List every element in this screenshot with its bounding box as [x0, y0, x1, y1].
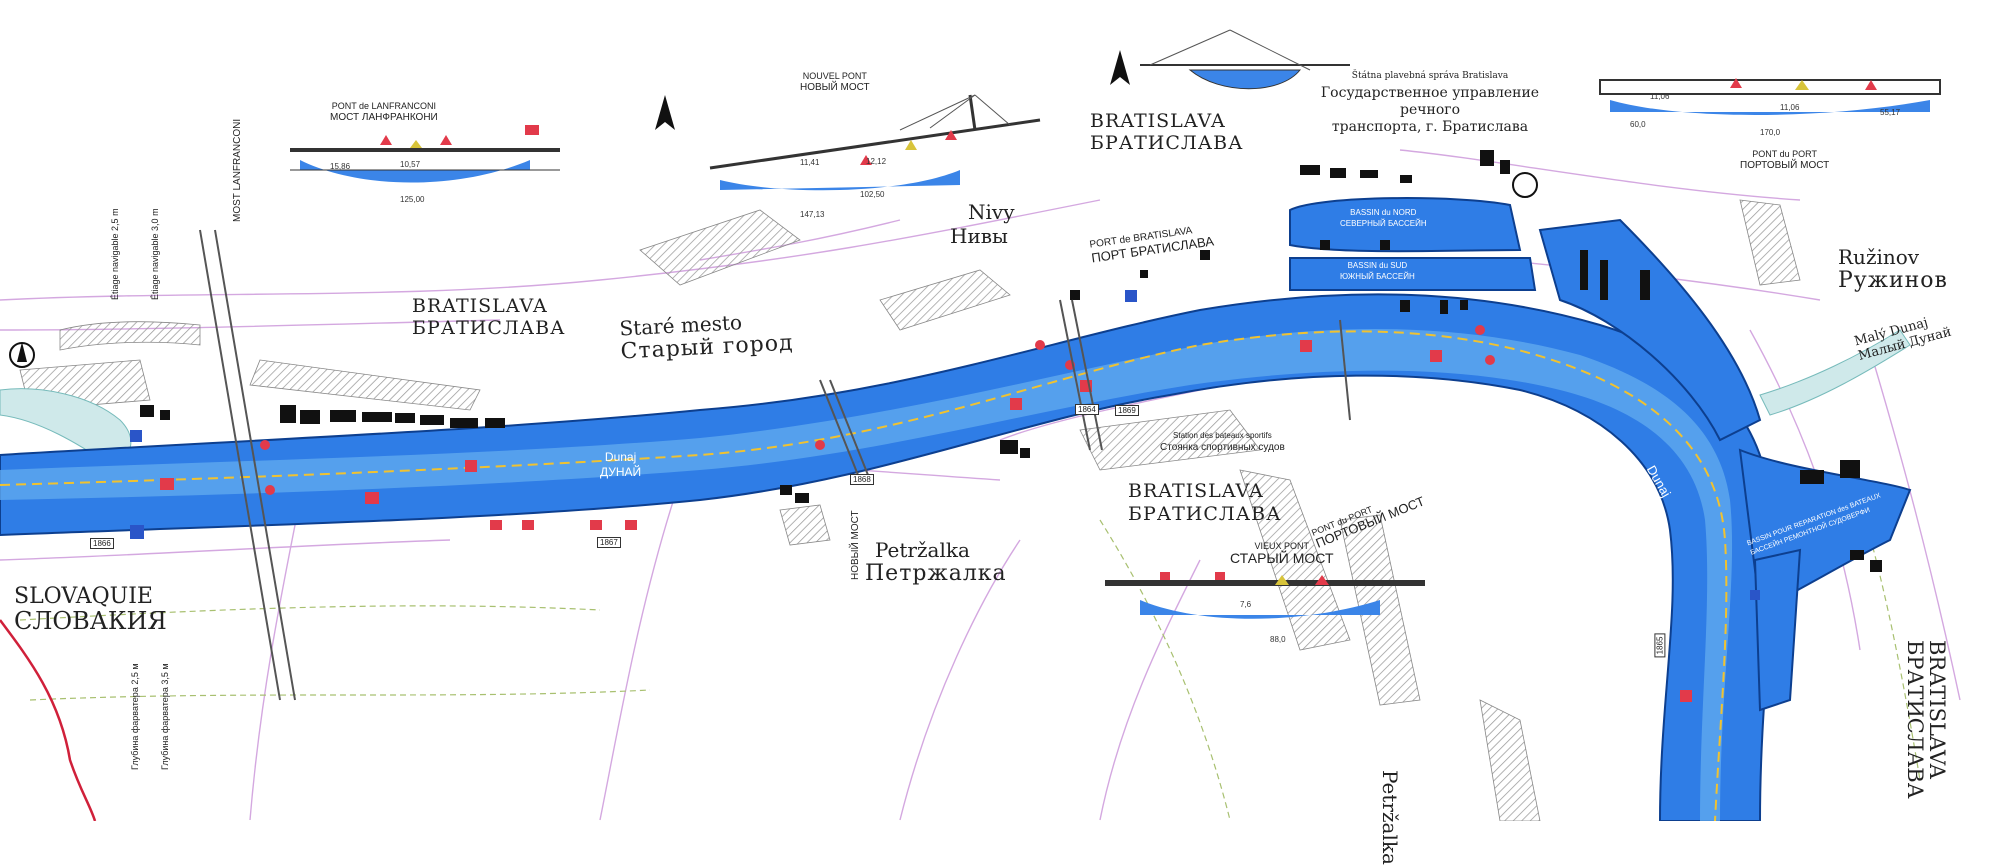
harbor-basins [1289, 197, 1912, 712]
authority-label: Štátna plavebná správa Bratislava Госуда… [1320, 71, 1540, 135]
km-marker: 1868 [850, 474, 874, 485]
buoy [265, 485, 275, 495]
place-ruzinov: Ružinov Ружинов [1838, 245, 1948, 293]
place-nivy: Nivy Нивы [950, 200, 1015, 248]
inset-lanfranconi [290, 125, 560, 183]
inset-apollo-top [1140, 29, 1350, 90]
label-bassin-sud: BASSIN du SUD ЮЖНЫЙ БАССЕЙН [1340, 261, 1415, 281]
label-port-bratislava: PORT de BRATISLAVA ПОРТ БРАТИСЛАВА [1088, 225, 1215, 266]
inset-pristavny-most [1599, 78, 1941, 115]
navigation-map [0, 29, 1961, 821]
marker-red [522, 520, 534, 530]
marker-red [1010, 398, 1022, 410]
dim-stary-h: 7,6 [1240, 600, 1252, 609]
label-novy-most-vertical: НОВЫЙ МОСТ [850, 510, 861, 580]
river-label-dunaj-1: Dunaj ДУНАЙ [600, 450, 642, 479]
marker-red [365, 492, 379, 504]
depth-note-1: Étiage navigable 2,5 m [110, 208, 120, 300]
marker-red [625, 520, 637, 530]
buoy [815, 440, 825, 450]
dim-novy-span2: 147,13 [800, 210, 825, 219]
marker-blue [1125, 290, 1137, 302]
bassin-du-sud [1289, 257, 1537, 291]
buildings [140, 150, 1882, 572]
place-maly-dunaj: Malý Dunaj Малый Дунай [1852, 315, 1954, 364]
label-pont-du-port-top: PONT du PORT ПОРТОВЫЙ МОСТ [1740, 149, 1830, 171]
nav-markers [130, 290, 1760, 702]
labels-layer: BRATISLAVA БРАТИСЛАВА Staré mesto Старый… [14, 71, 1954, 865]
marker-red [1300, 340, 1312, 352]
dim-lanf-span: 125,00 [400, 195, 425, 204]
label-pont-lanfranconi: PONT de LANFRANCONI МОСТ ЛАНФРАНКОНИ [330, 101, 438, 123]
bassin-du-nord [1289, 197, 1522, 253]
label-bassin-reparation: BASSIN POUR REPARATION des BATEAUX БАССЕ… [1746, 492, 1882, 557]
depth-note-2: Étiage navigable 3,0 m [150, 208, 160, 300]
marker-blue [130, 525, 144, 539]
dim-lanf-h1: 15,86 [330, 162, 351, 171]
dim-stary-span: 88,0 [1270, 635, 1286, 644]
depth-note-4: Глубина фарватера 3,5 м [160, 663, 170, 770]
label-pont-du-port-center: PONT du PORT ПОРТОВЫЙ МОСТ [1310, 493, 1427, 551]
marker-red [1680, 690, 1692, 702]
marker-red [1430, 350, 1442, 362]
label-sports-boats: Station des bateaux sportifs Стоянка спо… [1160, 431, 1285, 453]
dim-novy-h2: 12,12 [866, 157, 887, 166]
dim-lanf-h2: 10,57 [400, 160, 421, 169]
state-border [0, 619, 97, 821]
label-nouvel-pont: NOUVEL PONT НОВЫЙ МОСТ [800, 71, 870, 93]
buoy [1035, 340, 1045, 350]
dim-novy-h1: 11,41 [800, 158, 820, 167]
place-petrzalka-vertical: Petržalka [1378, 770, 1402, 865]
place-bratislava-left: BRATISLAVA БРАТИСЛАВА [412, 295, 566, 339]
place-bratislava-right-vertical: BRATISLAVA БРАТИСЛАВА [1903, 640, 1949, 799]
place-petrzalka: Petržalka Петржалка [865, 538, 1007, 586]
km-marker: 1864 [1075, 404, 1099, 415]
dim-port-h2: 11,06 [1780, 103, 1800, 112]
marker-blue [1750, 590, 1760, 600]
repair-channel [1753, 548, 1802, 712]
depth-note-3: Глубина фарватера 2,5 м [130, 663, 140, 770]
bridge-crossings [199, 229, 1351, 701]
river-shallow [0, 328, 1733, 821]
place-bratislava-top: BRATISLAVA БРАТИСЛАВА [1090, 110, 1244, 154]
marker-blue [130, 430, 142, 442]
marker-red [465, 460, 477, 472]
inset-stary-most [1105, 572, 1425, 619]
place-slovaquie: SLOVAQUIE СЛОВАКИЯ [14, 584, 167, 635]
buoy [1485, 355, 1495, 365]
buoy [260, 440, 270, 450]
rail-lines [19, 469, 1921, 821]
dim-port-span: 170,0 [1760, 128, 1781, 137]
label-most-lanfranconi-vertical: MOST LANFRANCONI [232, 118, 243, 222]
km-marker: 1865 [1654, 633, 1666, 658]
fairway-line [0, 330, 1728, 821]
place-stare-mesto: Staré mesto Старый город [618, 310, 795, 365]
marker-red [590, 520, 602, 530]
marker-red [160, 478, 174, 490]
river-label-dunaj-2: Dunaj ДУНАЙ [1628, 462, 1674, 512]
inset-novy-most [709, 94, 1041, 191]
north-arrow-icon [9, 50, 1538, 368]
km-marker: 1869 [1115, 405, 1139, 416]
label-bassin-nord: BASSIN du NORD СЕВЕРНЫЙ БАССЕЙН [1340, 208, 1427, 228]
buoy [1475, 325, 1485, 335]
km-marker: 1867 [597, 537, 621, 548]
port-basin-right [1538, 218, 1762, 442]
dim-port-h1: 11,06 [1650, 92, 1670, 101]
dim-port-w2: 55,17 [1880, 108, 1901, 117]
place-bratislava-center: BRATISLAVA БРАТИСЛАВА [1128, 480, 1282, 525]
label-vieux-pont: VIEUX PONT СТАРЫЙ МОСТ [1230, 541, 1334, 566]
maly-dunaj-channel [1759, 329, 1911, 416]
dim-novy-span: 102,50 [860, 190, 885, 199]
marker-red [490, 520, 502, 530]
dim-port-w: 60,0 [1630, 120, 1646, 129]
km-marker: 1866 [90, 538, 114, 549]
